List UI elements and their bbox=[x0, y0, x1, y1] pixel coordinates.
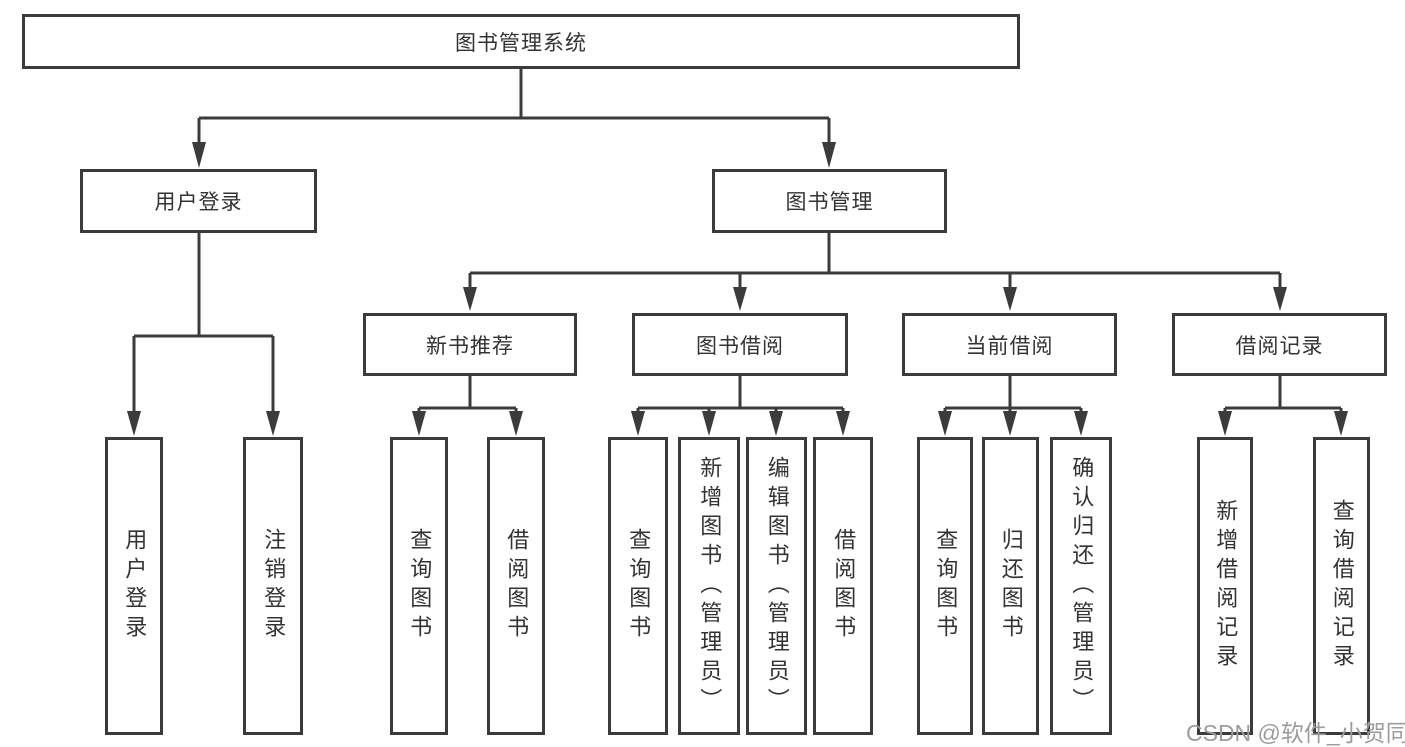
leaf-borrow-edit-admin: 编辑图书（管理员） bbox=[746, 437, 807, 735]
node-group-current-borrow-label: 当前借阅 bbox=[965, 334, 1054, 358]
leaf-records-add: 新增借阅记录 bbox=[1197, 437, 1253, 735]
leaf-records-query-label: 查询借阅记录 bbox=[1329, 499, 1355, 673]
leaf-borrow-query-label: 查询图书 bbox=[626, 528, 652, 644]
node-group-new-book: 新书推荐 bbox=[363, 313, 577, 376]
node-group-current-borrow: 当前借阅 bbox=[902, 313, 1117, 376]
node-book-management: 图书管理 bbox=[712, 169, 947, 233]
leaf-current-query: 查询图书 bbox=[917, 437, 973, 735]
node-root: 图书管理系统 bbox=[22, 14, 1020, 69]
node-group-new-book-label: 新书推荐 bbox=[426, 334, 514, 358]
leaf-logout-label: 注销登录 bbox=[261, 528, 287, 644]
leaf-records-add-label: 新增借阅记录 bbox=[1213, 499, 1239, 673]
leaf-current-return-label: 归还图书 bbox=[998, 528, 1024, 644]
leaf-user-login: 用户登录 bbox=[105, 437, 163, 735]
node-user-login-label: 用户登录 bbox=[154, 191, 243, 214]
leaf-borrow-borrow: 借阅图书 bbox=[813, 437, 873, 735]
node-group-borrow-records-label: 借阅记录 bbox=[1235, 334, 1324, 358]
leaf-current-return: 归还图书 bbox=[982, 437, 1039, 735]
leaf-newbook-query-label: 查询图书 bbox=[407, 528, 433, 644]
leaf-current-confirm-admin-label: 确认归还（管理员） bbox=[1069, 455, 1095, 717]
node-group-book-borrow-label: 图书借阅 bbox=[696, 334, 784, 358]
leaf-records-query: 查询借阅记录 bbox=[1313, 437, 1370, 735]
node-group-borrow-records: 借阅记录 bbox=[1172, 313, 1387, 376]
leaf-logout: 注销登录 bbox=[243, 437, 303, 735]
leaf-borrow-add-admin-label: 新增图书（管理员） bbox=[697, 455, 723, 717]
leaf-newbook-borrow: 借阅图书 bbox=[487, 437, 545, 735]
node-root-label: 图书管理系统 bbox=[455, 31, 587, 55]
node-group-book-borrow: 图书借阅 bbox=[632, 313, 848, 376]
leaf-newbook-query: 查询图书 bbox=[390, 437, 448, 735]
leaf-newbook-borrow-label: 借阅图书 bbox=[504, 528, 530, 644]
leaf-user-login-label: 用户登录 bbox=[122, 528, 148, 644]
leaf-borrow-add-admin: 新增图书（管理员） bbox=[678, 437, 740, 735]
leaf-current-confirm-admin: 确认归还（管理员） bbox=[1050, 437, 1112, 735]
csdn-watermark: CSDN @软件_小贺同学 bbox=[1186, 720, 1405, 746]
leaf-borrow-edit-admin-label: 编辑图书（管理员） bbox=[764, 455, 790, 717]
leaf-current-query-label: 查询图书 bbox=[933, 528, 959, 644]
node-user-login: 用户登录 bbox=[80, 169, 317, 233]
node-book-management-label: 图书管理 bbox=[785, 191, 874, 214]
leaf-borrow-query: 查询图书 bbox=[608, 437, 668, 735]
leaf-borrow-borrow-label: 借阅图书 bbox=[831, 528, 857, 644]
